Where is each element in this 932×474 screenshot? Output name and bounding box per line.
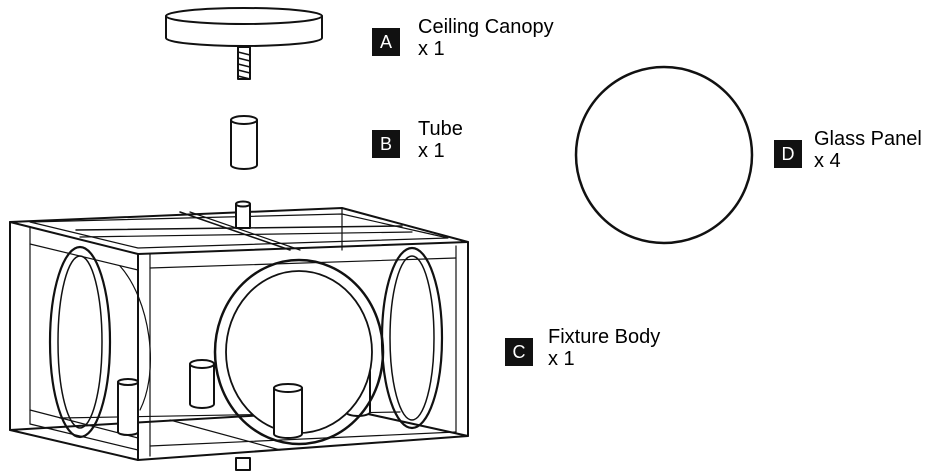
part-letter-badge: C bbox=[505, 338, 533, 366]
part-label-d: D Glass Panel x 4 bbox=[774, 128, 922, 172]
part-quantity: x 1 bbox=[418, 38, 445, 60]
part-letter-badge: A bbox=[372, 28, 400, 56]
part-name: Ceiling Canopy bbox=[418, 16, 554, 38]
part-label-a: A Ceiling Canopy x 1 bbox=[372, 16, 554, 60]
part-quantity: x 1 bbox=[548, 348, 575, 370]
part-name: Tube bbox=[418, 118, 463, 140]
ceiling-canopy-icon bbox=[165, 7, 323, 80]
part-quantity: x 1 bbox=[418, 140, 445, 162]
part-letter-badge: D bbox=[774, 140, 802, 168]
part-name: Fixture Body bbox=[548, 326, 661, 348]
fixture-body-icon bbox=[9, 200, 469, 471]
part-label-c: C Fixture Body x 1 bbox=[505, 326, 660, 370]
part-name: Glass Panel bbox=[814, 128, 922, 150]
glass-panel-icon bbox=[574, 65, 754, 245]
tube-icon bbox=[230, 115, 258, 170]
part-letter-badge: B bbox=[372, 130, 400, 158]
part-label-b: B Tube x 1 bbox=[372, 118, 463, 162]
part-quantity: x 4 bbox=[814, 150, 841, 172]
